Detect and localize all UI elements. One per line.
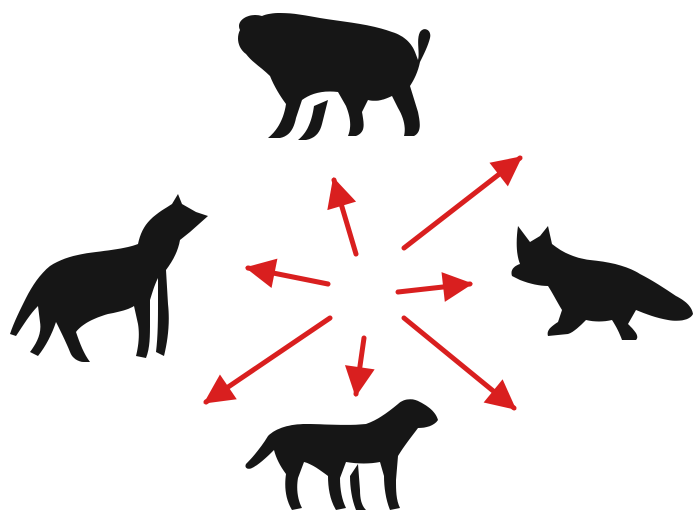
howling-wolf-silhouette-icon [10, 194, 208, 362]
dog-silhouette-icon [245, 399, 438, 510]
arrow-to-wolf [248, 268, 328, 284]
arrow-to-lower-right [404, 318, 514, 408]
arrow-to-fox [398, 284, 470, 292]
arrow-to-lower-left [206, 318, 330, 402]
arrow-to-hyena [334, 180, 356, 254]
arrows-group [206, 158, 520, 408]
hyena-silhouette-icon [238, 13, 430, 140]
fox-silhouette-icon [511, 226, 693, 340]
arrow-to-dog [356, 338, 364, 394]
arrow-to-upper-right [404, 158, 520, 248]
